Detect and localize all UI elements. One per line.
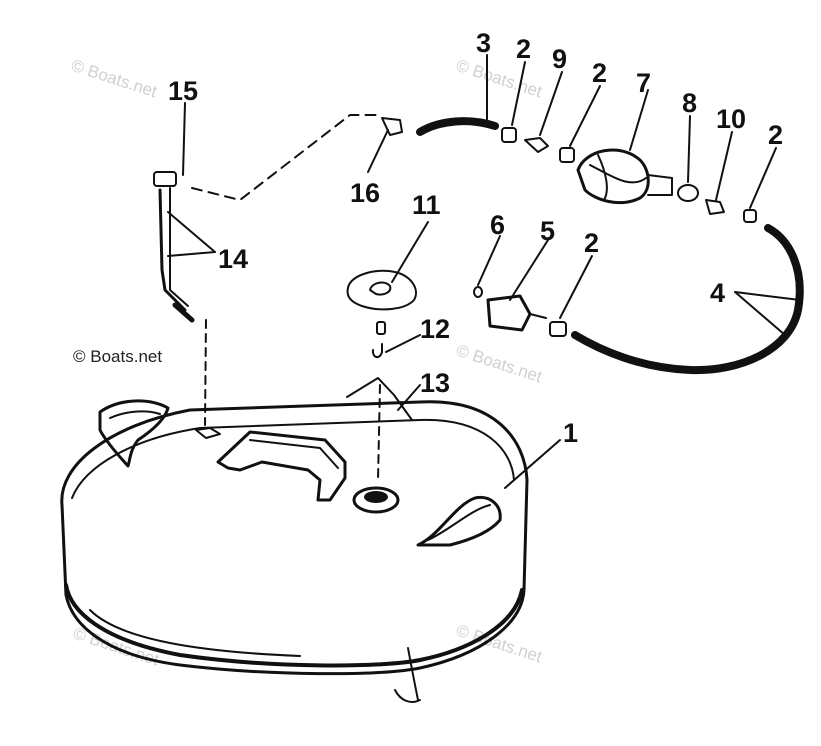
lower-fuel-line <box>473 224 804 375</box>
callout-7: 7 <box>636 68 651 98</box>
callout-3: 3 <box>476 28 491 58</box>
callout-2: 2 <box>768 120 783 150</box>
callout-1: 1 <box>563 418 578 448</box>
callout-16: 16 <box>350 178 380 208</box>
watermark: © Boats.net <box>73 347 162 366</box>
vent-tube <box>153 114 403 323</box>
watermarks: © Boats.net © Boats.net © Boats.net © Bo… <box>69 56 545 670</box>
callout-6: 6 <box>490 210 505 240</box>
watermark: © Boats.net <box>454 341 545 387</box>
callout-14: 14 <box>218 244 248 274</box>
callout-labels: 15 14 16 11 12 13 1 3 2 9 2 7 8 10 2 4 6… <box>168 28 783 448</box>
callout-2: 2 <box>516 34 531 64</box>
upper-fuel-line <box>416 117 757 223</box>
callout-15: 15 <box>168 76 198 106</box>
leader-lines <box>167 54 801 489</box>
callout-11: 11 <box>412 190 441 220</box>
callout-13: 13 <box>420 368 450 398</box>
callout-8: 8 <box>682 88 697 118</box>
callout-9: 9 <box>552 44 567 74</box>
fuel-tank <box>60 399 529 703</box>
callout-12: 12 <box>420 314 450 344</box>
callout-10: 10 <box>716 104 746 134</box>
callout-2: 2 <box>584 228 599 258</box>
callout-2: 2 <box>592 58 607 88</box>
callout-4: 4 <box>710 278 725 308</box>
chain-and-clip <box>346 321 413 421</box>
watermark: © Boats.net <box>69 56 160 102</box>
filler-cap <box>346 269 417 311</box>
callout-5: 5 <box>540 216 555 246</box>
